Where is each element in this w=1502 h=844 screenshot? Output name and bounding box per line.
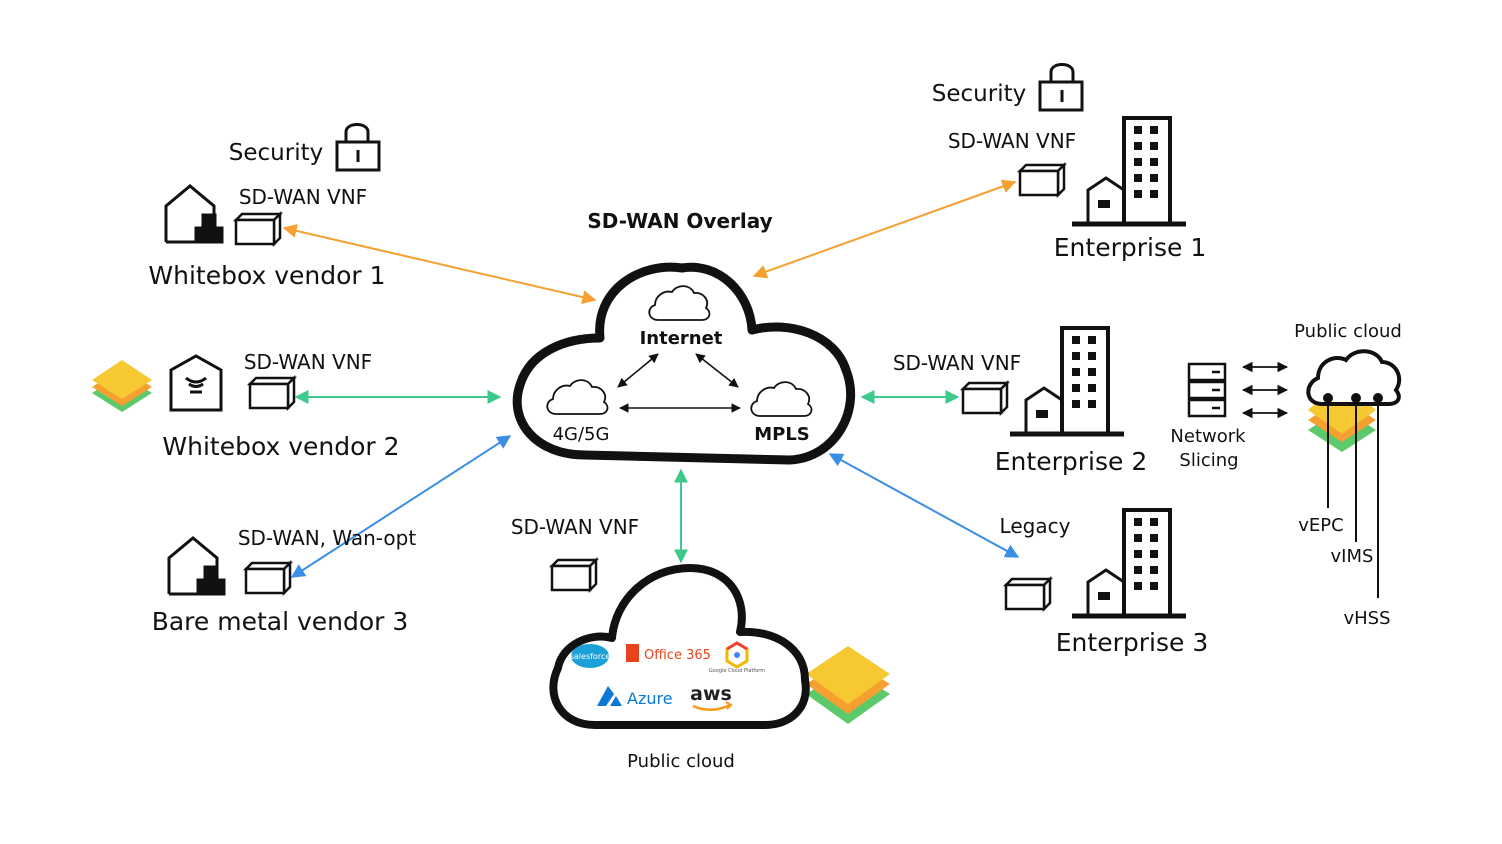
mpls-label: MPLS	[754, 424, 810, 445]
cloud-stack-icon	[92, 360, 152, 412]
vnf-box-icon	[548, 556, 600, 594]
building-icon	[1072, 508, 1186, 619]
mpls-cloud-icon	[750, 381, 813, 417]
building-icon	[1072, 116, 1186, 227]
site-bare-metal-vendor-3: SD-WAN, Wan-opt Bare metal vendor 3	[152, 526, 417, 636]
server-icon	[1187, 362, 1227, 418]
vnf-box-icon	[246, 374, 298, 412]
wb2-vnf-label: SD-WAN VNF	[244, 350, 372, 374]
bm3-vnf-label: SD-WAN, Wan-opt	[238, 526, 416, 550]
arrow-baremetal3-overlay	[290, 435, 512, 578]
office365-logo: Office 365	[626, 644, 711, 663]
ent1-vnf-label: SD-WAN VNF	[948, 129, 1076, 153]
site-enterprise-2: SD-WAN VNF Enterprise 2	[893, 326, 1147, 476]
internet-mpls-link	[695, 353, 739, 388]
cloud-vnf-label: SD-WAN VNF	[511, 515, 639, 539]
vnf-drop-lines	[1323, 393, 1383, 598]
internet-4g-link	[617, 353, 659, 388]
lock-icon	[335, 123, 381, 172]
site-public-cloud-bottom: SD-WAN VNF salesforce Office 365 Google …	[511, 515, 890, 772]
site-whitebox-vendor-2: SD-WAN VNF Whitebox vendor 2	[92, 350, 400, 461]
sdwan-overlay: SD-WAN Overlay Internet 4G/5G MPLS	[512, 209, 856, 465]
internet-label: Internet	[640, 328, 723, 349]
azure-logo: Azure	[597, 686, 673, 708]
internet-cloud-icon	[648, 285, 711, 321]
slicing-label-line2: Slicing	[1179, 450, 1238, 471]
slicing-label-line1: Network	[1170, 426, 1246, 447]
ent3-legacy-label: Legacy	[1000, 514, 1071, 538]
building-icon	[1010, 326, 1124, 437]
vnf-box-icon	[232, 210, 284, 248]
wireless-home-icon	[169, 354, 223, 412]
bm3-name: Bare metal vendor 3	[152, 607, 409, 636]
ent1-name: Enterprise 1	[1054, 233, 1206, 262]
cloud-stack-icon	[1308, 380, 1376, 452]
connectors	[282, 179, 1020, 578]
house-icon	[164, 184, 224, 244]
site-enterprise-1: Security SD-WAN VNF Enterprise 1	[932, 63, 1206, 262]
network-slicing-section: Public cloud Network Slicing	[1170, 321, 1401, 629]
google-cloud-logo: Google Cloud Platform	[709, 641, 765, 674]
wb1-vnf-label: SD-WAN VNF	[239, 185, 367, 209]
wb1-security-label: Security	[229, 140, 323, 166]
public-cloud-label: Public cloud	[627, 751, 735, 772]
site-whitebox-vendor-1: Security SD-WAN VNF Whitebox vendor 1	[148, 123, 386, 290]
overlay-title: SD-WAN Overlay	[587, 209, 772, 233]
house-icon	[167, 536, 226, 596]
salesforce-label: salesforce	[570, 652, 611, 661]
vnf-box-icon	[242, 559, 294, 597]
arrow-whitebox1-overlay	[282, 224, 597, 304]
4g5g-cloud-icon	[546, 379, 609, 415]
vnf-box-icon	[959, 379, 1011, 417]
vims-label: vIMS	[1331, 546, 1374, 567]
slicing-arrows	[1241, 361, 1289, 419]
wb2-name: Whitebox vendor 2	[162, 432, 399, 461]
office365-label: Office 365	[644, 648, 711, 663]
right-cloud-shape	[1306, 349, 1402, 406]
google-cloud-label: Google Cloud Platform	[709, 668, 765, 674]
site-enterprise-3: Legacy Enterprise 3	[1000, 508, 1208, 657]
vnf-box-icon	[1016, 161, 1068, 199]
aws-label: aws	[690, 683, 732, 705]
legacy-box-icon	[1002, 575, 1054, 613]
ent3-name: Enterprise 3	[1056, 628, 1208, 657]
vepc-label: vEPC	[1298, 515, 1343, 536]
wb1-name: Whitebox vendor 1	[148, 261, 385, 290]
arrow-enterprise1-overlay	[752, 179, 1017, 279]
ent2-vnf-label: SD-WAN VNF	[893, 351, 1021, 375]
arrow-enterprise3-overlay	[828, 453, 1020, 558]
lock-icon	[1038, 63, 1084, 112]
right-cloud-title: Public cloud	[1294, 321, 1402, 342]
public-cloud-shape	[549, 564, 810, 729]
vhss-label: vHSS	[1343, 608, 1390, 629]
ent1-security-label: Security	[932, 81, 1026, 107]
salesforce-logo: salesforce	[570, 644, 611, 668]
aws-logo: aws	[690, 683, 733, 711]
4g5g-label: 4G/5G	[553, 424, 610, 445]
ent2-name: Enterprise 2	[995, 447, 1147, 476]
azure-label: Azure	[627, 689, 673, 708]
cloud-stack-icon	[806, 646, 890, 724]
